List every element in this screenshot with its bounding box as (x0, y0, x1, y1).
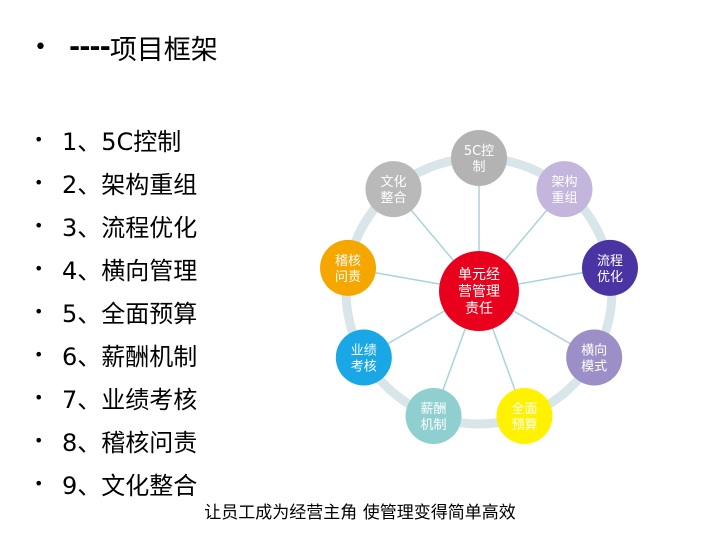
center-label: 单元经 (458, 267, 500, 283)
node-label: 优化 (597, 270, 623, 285)
list-item: •1、5C控制 (34, 128, 182, 156)
node-circle (365, 161, 422, 218)
footer-slogan: 让员工成为经营主角 使管理变得简单高效 (204, 503, 516, 523)
center-label: 营管理 (458, 284, 500, 300)
title-bullet: • (34, 35, 47, 60)
node-label: 模式 (581, 360, 607, 375)
title-text: 项目框架 (109, 35, 218, 66)
list-item: •4、横向管理 (34, 257, 198, 285)
list-item: •7、业绩考核 (34, 386, 198, 414)
node-label: 文化 (381, 175, 407, 190)
node-label: 问责 (335, 270, 361, 285)
list-item: •2、架构重组 (34, 171, 198, 199)
node-circle (496, 387, 553, 444)
node-circle (335, 329, 392, 386)
list-item: •3、流程优化 (34, 214, 198, 242)
node-label: 整合 (381, 191, 407, 206)
node-label: 横向 (581, 343, 607, 359)
node-label: 重组 (551, 190, 577, 206)
node-label: 薪酬 (421, 402, 447, 417)
node-label: 架构 (551, 175, 577, 190)
node-circle (405, 387, 462, 444)
framework-list: •1、5C控制 •2、架构重组 •3、流程优化 •4、横向管理 •5、全面预算 … (34, 118, 197, 505)
node-circle (566, 329, 623, 386)
list-item: •6、薪酬机制 (34, 343, 198, 371)
list-item: •5、全面预算 (34, 300, 198, 328)
node-label: 流程 (597, 254, 623, 269)
node-circle (320, 239, 377, 296)
center-label: 责任 (465, 301, 493, 317)
node-label: 机制 (421, 418, 447, 433)
center-circle (439, 251, 519, 331)
list-item: •8、稽核问责 (34, 429, 198, 457)
node-circle (451, 130, 507, 186)
slide-title: • ---- 项目框架 (34, 28, 218, 67)
node-label: 制 (472, 160, 485, 175)
node-label: 预算 (511, 418, 537, 433)
node-circle (536, 161, 593, 218)
node-label: 全面 (511, 401, 537, 417)
node-label: 考核 (351, 360, 377, 375)
node-label: 稽核 (335, 254, 361, 269)
node-circle (581, 239, 638, 296)
node-label: 5C控 (464, 144, 494, 159)
title-dashes: ---- (68, 32, 111, 63)
list-item: •9、文化整合 (34, 472, 198, 500)
node-label: 业绩 (351, 344, 377, 359)
